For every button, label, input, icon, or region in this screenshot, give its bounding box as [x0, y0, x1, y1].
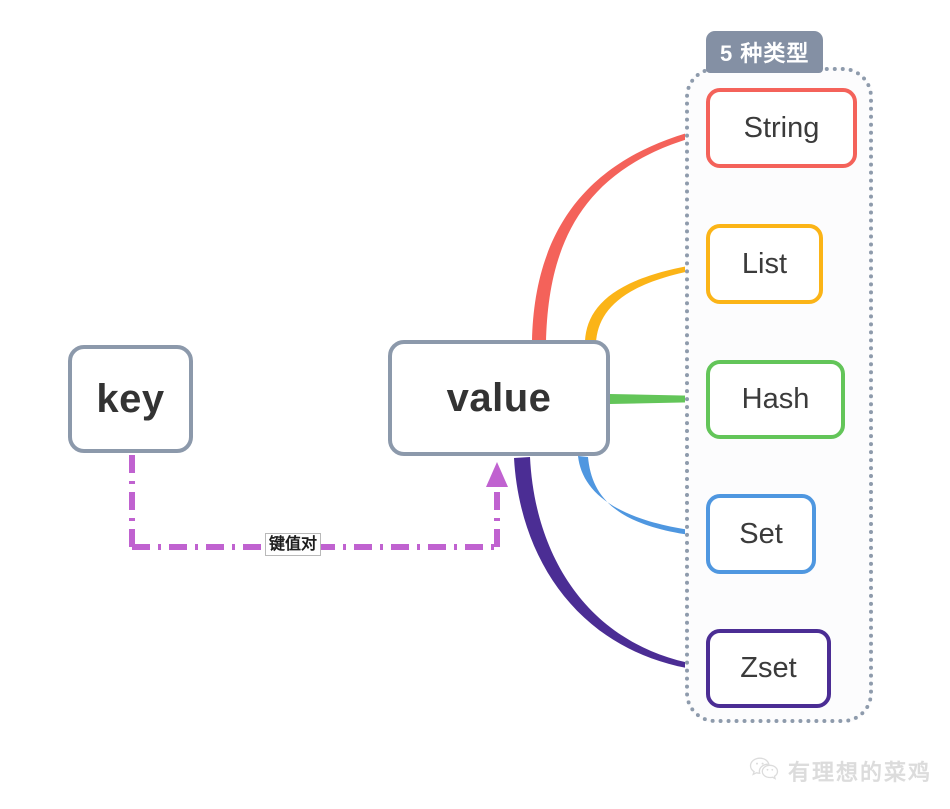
node-type-list[interactable]: List — [706, 224, 823, 304]
kv-relation-label: 键值对 — [265, 533, 322, 556]
edge-value-string — [532, 128, 706, 343]
node-type-string[interactable]: String — [706, 88, 857, 168]
node-type-zset[interactable]: Zset — [706, 629, 831, 708]
node-type-hash[interactable]: Hash — [706, 360, 845, 439]
node-key-label: key — [96, 376, 165, 421]
node-type-zset-label: Zset — [740, 652, 797, 684]
node-type-hash-label: Hash — [741, 383, 810, 415]
watermark-text: 有理想的菜鸡 — [787, 760, 932, 785]
node-type-set-label: Set — [739, 517, 783, 550]
edge-value-zset — [514, 457, 706, 671]
node-key[interactable]: key — [68, 345, 193, 453]
node-type-set[interactable]: Set — [706, 494, 816, 574]
wechat-icon — [749, 756, 779, 786]
node-value-label: value — [446, 375, 552, 420]
node-type-list-label: List — [741, 247, 788, 280]
node-value[interactable]: value — [388, 340, 610, 456]
watermark: 有理想的菜鸡 — [749, 755, 932, 787]
node-type-string-label: String — [743, 111, 820, 144]
type-group-badge: 5 种类型 — [706, 31, 824, 73]
kv-relation-arrowhead — [486, 462, 508, 487]
